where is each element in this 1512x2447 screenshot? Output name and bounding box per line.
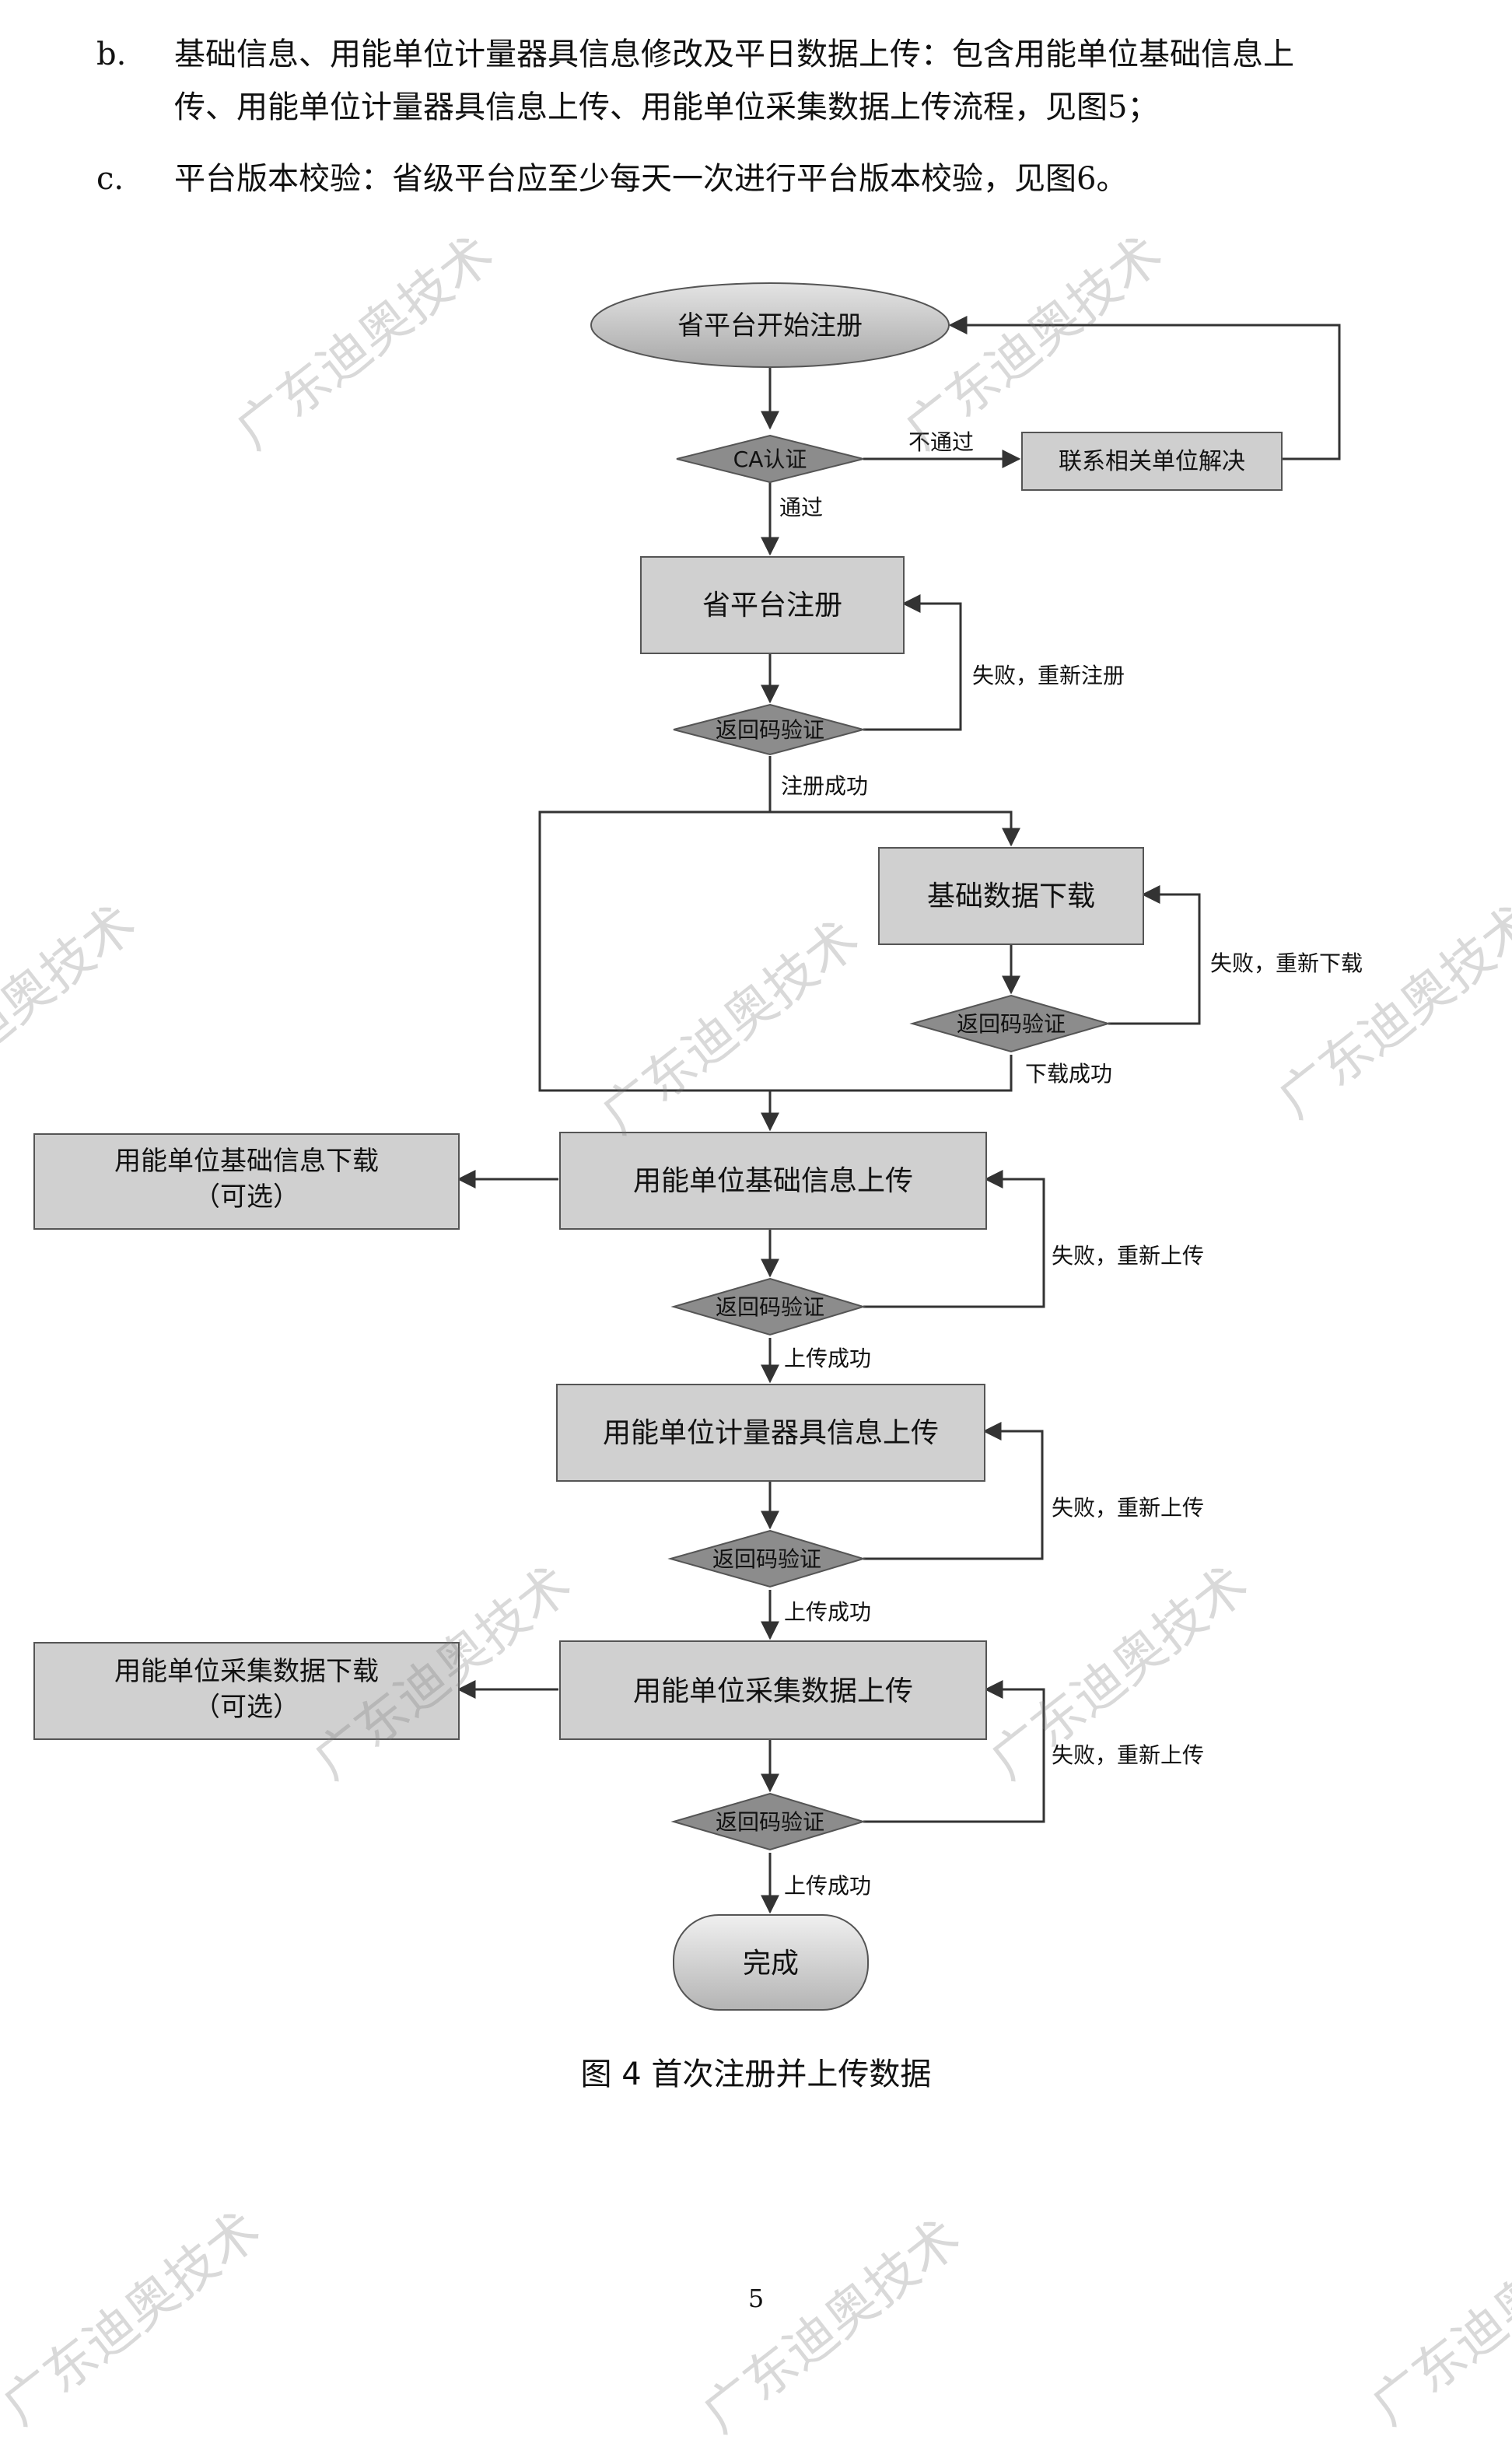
verify-decision	[670, 1277, 866, 1336]
list-text-line: 基础信息、用能单位计量器具信息修改及平日数据上传：包含用能单位基础信息上	[174, 37, 1294, 72]
done-node	[673, 1914, 869, 2011]
ca-label: CA认证	[733, 446, 807, 472]
upload-ok-label: 上传成功	[784, 1599, 871, 1625]
download-base-label: 基础数据下载	[927, 880, 1095, 912]
list-marker: b.	[96, 37, 127, 72]
download-collect-box	[33, 1642, 460, 1740]
download-unit-optional: （可选）	[194, 1181, 299, 1213]
watermark: 广东迪奥技术	[1360, 2200, 1512, 2437]
list-marker: c.	[96, 161, 124, 197]
watermark: 广东迪奥技术	[691, 2207, 971, 2445]
figure-caption: 图 4 首次注册并上传数据	[580, 2057, 932, 2092]
done-label: 完成	[743, 1948, 799, 1980]
register-ok-label: 注册成功	[781, 773, 868, 799]
upload-collect-fail-label: 失败，重新上传	[1052, 1742, 1204, 1768]
download-unit-label: 用能单位基础信息下载	[114, 1146, 379, 1177]
contact-box	[1021, 432, 1283, 491]
ca-fail-label: 不通过	[908, 429, 974, 455]
download-unit-box	[33, 1133, 460, 1230]
verify-label: 返回码验证	[957, 1011, 1066, 1037]
download-collect-optional: （可选）	[194, 1692, 299, 1723]
start-label: 省平台开始注册	[677, 310, 863, 341]
upload-meter-fail-label: 失败，重新上传	[1052, 1495, 1204, 1521]
upload-unit-label: 用能单位基础信息上传	[633, 1165, 913, 1197]
upload-unit-fail-label: 失败，重新上传	[1052, 1243, 1204, 1269]
upload-ok-label: 上传成功	[784, 1346, 871, 1371]
download-collect-label: 用能单位采集数据下载	[114, 1656, 379, 1687]
verify-label: 返回码验证	[712, 1546, 821, 1572]
list-text-line: 传、用能单位计量器具信息上传、用能单位采集数据上传流程，见图5；	[174, 89, 1159, 125]
verify-label: 返回码验证	[716, 717, 824, 743]
download-base-box	[878, 847, 1144, 945]
page-number: 5	[747, 2284, 765, 2313]
verify-decision	[673, 703, 866, 756]
register-label: 省平台注册	[702, 590, 842, 621]
verify-decision	[670, 1792, 866, 1851]
verify-label: 返回码验证	[716, 1294, 824, 1320]
verify-label: 返回码验证	[716, 1809, 824, 1835]
verify-decision	[667, 1529, 866, 1588]
register-box	[640, 556, 905, 654]
register-fail-label: 失败，重新注册	[972, 663, 1125, 688]
upload-collect-box	[559, 1640, 987, 1740]
contact-label: 联系相关单位解决	[1059, 448, 1245, 475]
watermark: 广东迪奥技术	[0, 2200, 271, 2437]
upload-meter-label: 用能单位计量器具信息上传	[603, 1417, 939, 1449]
ca-pass-label: 通过	[779, 495, 823, 520]
upload-meter-box	[556, 1384, 985, 1482]
flowchart: 省平台开始注册 CA认证 不通过 通过 联系相关单位解决 省平台注册 失败，重新…	[33, 282, 1363, 2011]
upload-collect-label: 用能单位采集数据上传	[633, 1675, 913, 1707]
download-ok-label: 下载成功	[1025, 1061, 1112, 1087]
ca-decision	[676, 434, 864, 484]
upload-unit-box	[559, 1132, 987, 1230]
list-text-line: 平台版本校验：省级平台应至少每天一次进行平台版本校验，见图6。	[174, 161, 1128, 197]
start-node	[590, 282, 950, 368]
upload-ok-label: 上传成功	[784, 1873, 871, 1899]
verify-decision	[909, 994, 1111, 1053]
download-fail-label: 失败，重新下载	[1210, 950, 1363, 976]
